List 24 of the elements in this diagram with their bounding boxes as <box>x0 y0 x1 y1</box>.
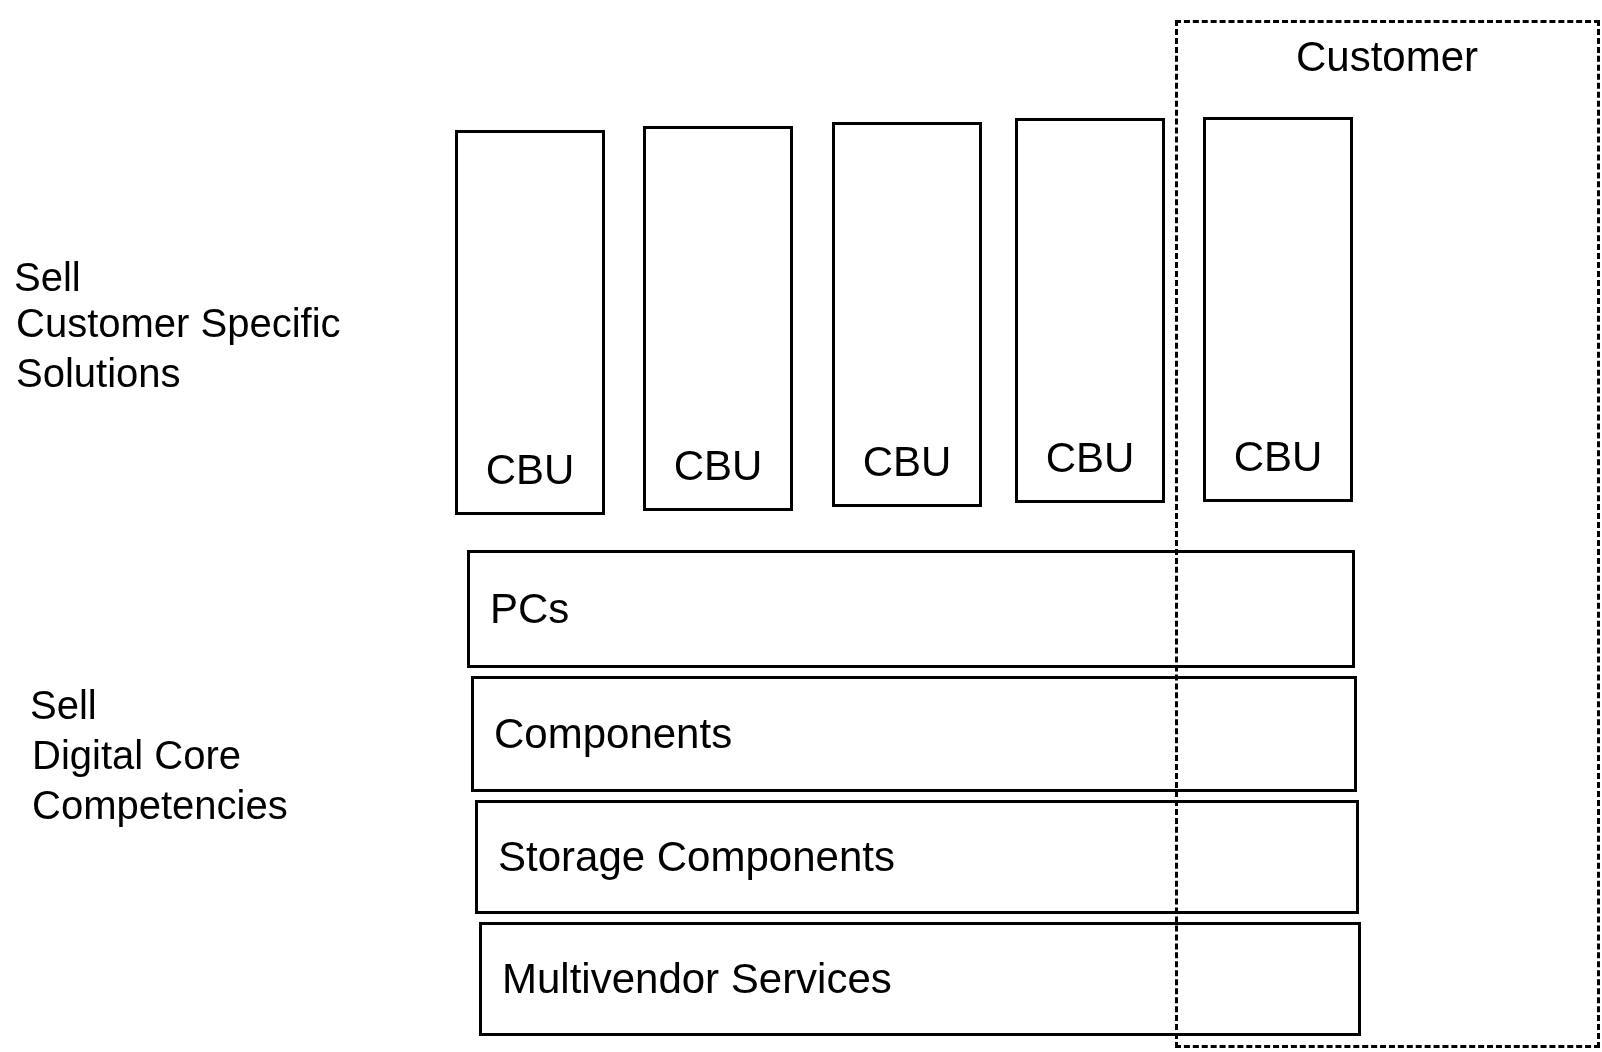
box-label: CBU <box>1045 432 1135 483</box>
cbu-column-box <box>832 122 982 507</box>
cbu-column-box <box>643 126 793 511</box>
box-label: Components <box>494 708 733 759</box>
capability-bar <box>471 676 1357 792</box>
box-label: CBU <box>485 444 575 495</box>
cbu-column-box <box>1203 117 1353 502</box>
capability-bar <box>467 550 1355 668</box>
capability-bar <box>475 800 1359 914</box>
box-label: Storage Components <box>498 831 895 882</box>
capability-bar <box>479 922 1361 1036</box>
cbu-column-box <box>1015 118 1165 503</box>
side-label: Sell <box>14 254 81 301</box>
side-label: Sell <box>30 682 97 729</box>
box-label: CBU <box>673 440 763 491</box>
box-label: Multivendor Services <box>502 953 892 1004</box>
side-label: Digital Core Competencies <box>32 732 288 829</box>
cbu-column-box <box>455 130 605 515</box>
box-label: PCs <box>490 583 570 634</box>
region-title: Customer <box>1296 32 1479 82</box>
side-label: Customer Specific Solutions <box>16 300 342 397</box>
box-label: CBU <box>862 436 952 487</box>
box-label: CBU <box>1233 431 1323 482</box>
customer-region <box>1175 20 1600 1048</box>
